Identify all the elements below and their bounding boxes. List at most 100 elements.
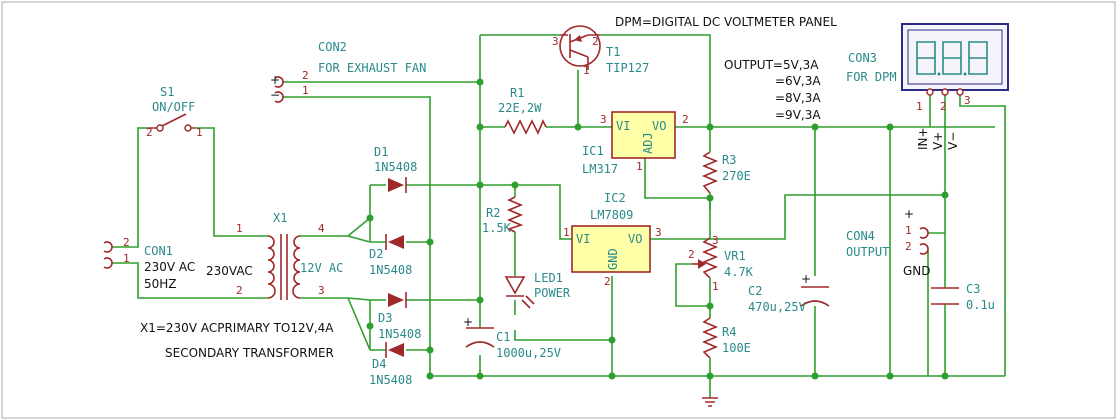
diode-d3: D3 1N5408 xyxy=(378,292,421,341)
wires xyxy=(112,34,1006,398)
c3-ref: C3 xyxy=(966,282,980,296)
r2-value: 1.5K xyxy=(482,221,512,235)
diode-icon xyxy=(388,343,404,357)
c2-value: 470u,25V xyxy=(748,300,806,314)
con4-pin1-socket-icon xyxy=(919,227,929,239)
con3-ref: CON3 xyxy=(848,51,877,65)
con4-plus-label: + xyxy=(904,207,914,221)
con1[interactable]: 2 1 CON1 230V AC 50HZ xyxy=(103,236,195,291)
c1-ref: C1 xyxy=(496,330,510,344)
r1-ref: R1 xyxy=(510,86,524,100)
d1-ref: D1 xyxy=(374,145,388,159)
diode-icon xyxy=(388,293,404,307)
con3-pin1-number: 1 xyxy=(916,100,923,113)
led1-ref: LED1 xyxy=(534,271,563,285)
ic1-pin1-number: 1 xyxy=(636,160,643,173)
ic2-body xyxy=(571,225,651,273)
potentiometer-vr1: 2 3 1 VR1 4.7K xyxy=(688,234,754,293)
ic2-gnd-label: GND xyxy=(606,248,620,270)
ic2-vi-label: VI xyxy=(576,232,590,246)
con1-ref: CON1 xyxy=(144,244,173,258)
ic2-ref: IC2 xyxy=(604,191,626,205)
ic1-body xyxy=(611,111,676,159)
d3-value: 1N5408 xyxy=(378,327,421,341)
con2-pin2-socket-icon xyxy=(274,76,284,88)
c3-value: 0.1u xyxy=(966,298,995,312)
diode-d4: D4 1N5408 xyxy=(369,342,412,387)
resistor-icon xyxy=(506,196,524,233)
title: DPM=DIGITAL DC VOLTMETER PANEL xyxy=(615,15,837,29)
con4-value: OUTPUT xyxy=(846,245,889,259)
t1-pin1-number: 1 xyxy=(583,64,590,77)
ic1-vo-label: VO xyxy=(652,119,666,133)
dpm-bezel xyxy=(907,29,1003,85)
diode-icon xyxy=(388,235,404,249)
con4-output[interactable]: + 1 2 GND CON4 OUTPUT xyxy=(846,207,931,278)
t1-pin2-number: 2 xyxy=(592,35,599,48)
r4-ref: R4 xyxy=(722,325,736,339)
s1-switch[interactable]: 2 1 S1 ON/OFF xyxy=(146,85,203,139)
r4-value: 100E xyxy=(722,341,751,355)
diode-d2: D2 1N5408 xyxy=(369,234,412,277)
x1-pin1-number: 1 xyxy=(236,222,243,235)
r3-value: 270E xyxy=(722,169,751,183)
resistor-icon xyxy=(504,119,547,135)
vr1-value: 4.7K xyxy=(724,265,754,279)
transistor-t1: 3 1 2 T1 TIP127 xyxy=(552,25,649,77)
capacitor-c1: + C1 1000u,25V xyxy=(463,315,561,360)
c2-ref: C2 xyxy=(748,284,762,298)
output-note-line: =6V,3A xyxy=(775,74,821,88)
con1-pin2-socket-icon xyxy=(103,241,113,253)
output-note-line: OUTPUT=5V,3A xyxy=(724,58,819,72)
wiper-arrow-icon xyxy=(698,259,706,269)
r1-value: 22E,2W xyxy=(498,101,542,115)
x1-pin2-number: 2 xyxy=(236,284,243,297)
led1: LED1 POWER xyxy=(504,271,571,309)
x1-transformer: X1 1 2 4 3 230VAC 12V AC X1=230V ACPRIMA… xyxy=(140,211,343,360)
ic1-ref: IC1 xyxy=(582,144,604,158)
diode-d1: D1 1N5408 xyxy=(374,145,417,193)
output-note-line: =8V,3A xyxy=(775,91,821,105)
con2-minus-label: − xyxy=(270,88,280,102)
x1-primary-label: 230VAC xyxy=(206,264,253,278)
con3-value: FOR DPM xyxy=(846,70,897,84)
junctions xyxy=(366,78,949,380)
output-note-line: =9V,3A xyxy=(775,108,821,122)
d4-ref: D4 xyxy=(372,357,386,371)
con1-value: 230V AC xyxy=(144,260,195,274)
s1-lever-icon xyxy=(148,113,195,129)
con1-pin2-number: 2 xyxy=(123,236,130,249)
con2-plus-label: + xyxy=(270,73,280,87)
s1-ref: S1 xyxy=(160,85,174,99)
s1-pin2-number: 2 xyxy=(146,126,153,139)
x1-core-icon xyxy=(280,234,288,300)
vr1-pin2-number: 2 xyxy=(688,248,695,261)
con2-value: FOR EXHAUST FAN xyxy=(318,61,426,75)
ic2-pin2-number: 2 xyxy=(604,275,611,288)
con3-v-plus-label: V+ xyxy=(931,132,945,150)
dpm-panel xyxy=(901,23,1009,91)
resistor-r4: R4 100E xyxy=(701,317,751,359)
con2-pin2-number: 2 xyxy=(302,69,309,82)
d3-ref: D3 xyxy=(378,311,392,325)
diode-icon xyxy=(388,178,404,192)
r3-ref: R3 xyxy=(722,153,736,167)
seven-segment-display-icon xyxy=(916,41,988,76)
resistor-r3: R3 270E xyxy=(701,151,751,194)
s1-pin1-number: 1 xyxy=(196,126,203,139)
t1-ref: T1 xyxy=(606,45,620,59)
ic2-value: LM7809 xyxy=(590,208,633,222)
con2[interactable]: + − 2 1 CON2 FOR EXHAUST FAN xyxy=(270,40,426,103)
capacitor-c3: C3 0.1u xyxy=(931,282,995,312)
x1-primary-coil-icon xyxy=(267,235,276,299)
con3-v-minus-label: V− xyxy=(946,132,960,150)
con3-pin2-number: 2 xyxy=(940,100,947,113)
x1-secondary-label: 12V AC xyxy=(300,261,343,275)
con4-pin2-socket-icon xyxy=(919,243,929,255)
x1-pin3-number: 3 xyxy=(318,284,325,297)
ic1-pin2-number: 2 xyxy=(682,113,689,126)
con3-dpm[interactable]: 1 2 3 IN+ V+ V− CON3 FOR DPM xyxy=(846,23,1009,150)
ic2-pin1-number: 1 xyxy=(563,226,570,239)
